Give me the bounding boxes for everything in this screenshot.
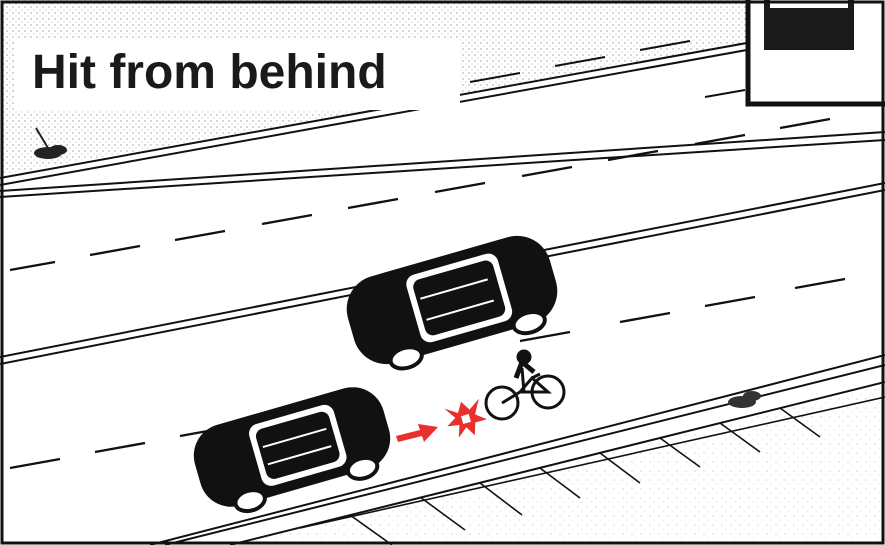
road-sign-symbol-icon: [746, 0, 885, 106]
diagram-title: Hit from behind: [32, 42, 387, 104]
